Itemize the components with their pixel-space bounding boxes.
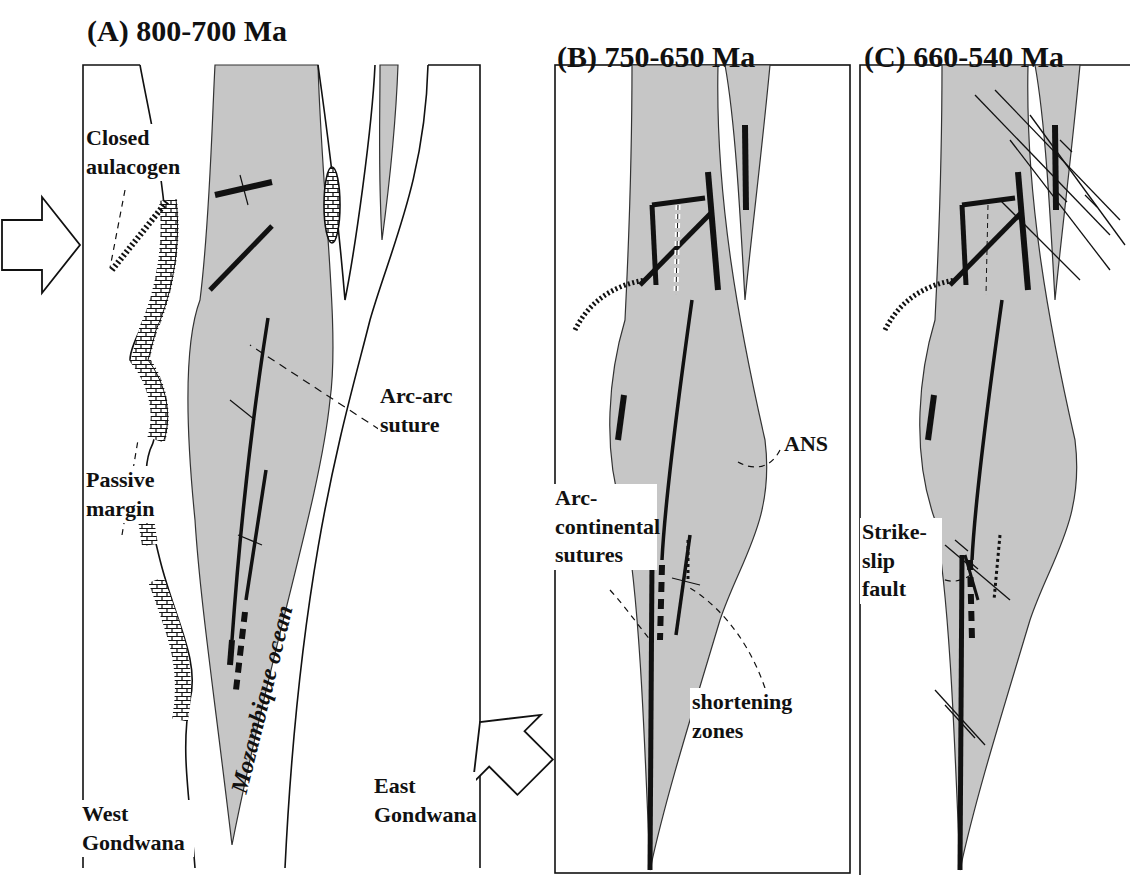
- feature-label: Arc-arc suture: [378, 382, 460, 439]
- region-label: West Gondwana: [80, 800, 194, 857]
- panel-title: (B) 750-650 Ma: [555, 40, 757, 73]
- panel-title: (C) 660-540 Ma: [862, 40, 1066, 73]
- feature-label: Strike-slip fault: [860, 518, 942, 604]
- feature-label: Arc-continental sutures: [553, 484, 657, 570]
- panel-title: (A) 800-700 Ma: [85, 14, 289, 47]
- feature-label: Closed aulacogen: [84, 124, 198, 181]
- panel-a: [2, 65, 569, 868]
- feature-label: shortening zones: [690, 688, 804, 745]
- feature-label: Passive margin: [84, 466, 184, 523]
- region-label: East Gondwana: [372, 772, 476, 829]
- panel-c: [860, 65, 1130, 875]
- feature-label: ANS: [782, 430, 830, 459]
- panel-b: [555, 65, 850, 873]
